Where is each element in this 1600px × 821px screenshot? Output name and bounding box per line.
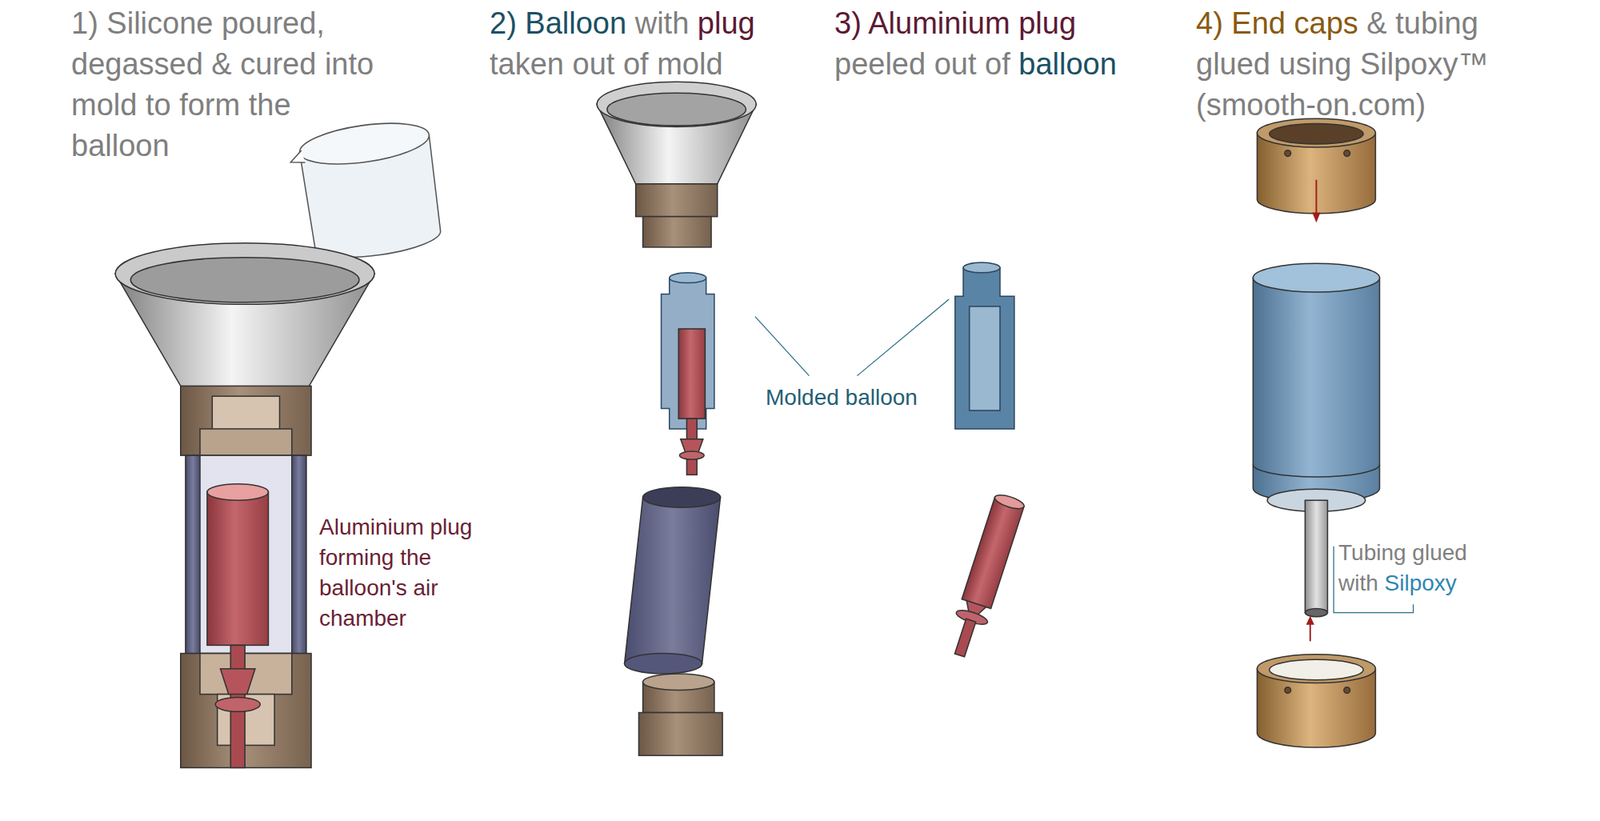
funnel-inner [607,92,746,126]
mold-top [636,184,718,217]
mold-tube [624,496,721,664]
step-heading: 3) Aluminium plug peeled out of balloon [834,3,1131,85]
funnel-rim [115,243,375,305]
aluminium-plug [207,492,269,645]
assembly-arrows [1306,180,1321,642]
label-text: Aluminium plug forming the balloon's air… [319,514,472,631]
end-cap-top [1256,118,1376,148]
mold-tube-bottom [624,653,703,675]
final-assembly [1252,118,1380,748]
funnel-inner [130,257,360,303]
aluminium-plug-top [207,484,269,500]
plug-body [961,496,1024,608]
arrow-shaft [1309,622,1312,641]
heading-text: taken out of mold [489,47,724,81]
plug-stem [954,618,976,657]
heading-text: 2) Balloon [489,6,627,40]
mold-bottom [638,712,723,756]
mold-top-step [200,428,292,456]
heading-text: plug [697,6,756,40]
balloon-top [1252,263,1380,292]
arrow-head [1312,212,1320,224]
plug-cone [220,668,256,695]
aluminium-plug [944,492,1027,660]
heading-text: 3) Aluminium plug [834,6,1076,40]
beaker-rim [296,116,432,172]
cap-hole [1284,687,1292,694]
balloon-cavity [969,306,1000,411]
peeled-parts [944,262,1027,660]
leader-line [856,299,949,376]
funnel-rim [596,81,756,127]
balloon-top [963,262,1000,273]
mold-tube [185,455,307,653]
plug-disk [215,696,260,712]
end-cap-top [1256,654,1376,684]
mold-top-step [643,216,712,248]
leader-lines [755,299,949,376]
aluminium-plug [678,328,705,419]
end-cap-hole [1269,124,1364,145]
beaker [287,116,445,266]
exploded-mold [596,81,756,756]
balloon-with-plug [661,277,715,429]
mold-bottom-cut [200,653,292,695]
mold-tube-wall [292,455,307,653]
plug-disk [679,451,704,460]
step-heading: 2) Balloon with plug taken out of mold [489,3,770,85]
tubing [1304,500,1328,612]
step-heading: 4) End caps & tubing glued using Silpoxy… [1196,3,1536,126]
heading-text: with [635,6,690,40]
heading-text: balloon [1018,47,1117,81]
label-text: Molded balloon [765,384,918,410]
cap-hole [1344,687,1351,694]
balloon-body [1252,277,1380,503]
balloon-step [1252,464,1380,477]
mold-bottom [180,653,312,768]
mold-tube-top [643,487,721,508]
heading-text: peeled out of [834,47,1011,81]
beaker-spout [289,150,306,165]
heading-text: 1) Silicone poured, degassed & cured int… [71,6,374,163]
molded-balloon [955,267,1015,429]
arrow-shaft [1315,180,1317,215]
part-label: Aluminium plug forming the balloon's air… [319,512,496,634]
part-label: Molded balloon [765,382,974,413]
balloon-top [669,272,707,284]
end-cap-hole [1269,659,1364,680]
part-label: Tubing glued with Silpoxy [1338,537,1487,599]
arrow-head [1306,615,1315,624]
tubing-end [1304,608,1328,616]
mold-top [180,385,312,456]
mold-bottom-top [643,673,715,690]
heading-text: 4) End caps [1196,6,1359,40]
label-text: Silpoxy [1384,570,1457,596]
plug-top [993,492,1026,512]
mold-assembly [115,243,375,768]
step-heading: 1) Silicone poured, degassed & cured int… [71,3,380,167]
cap-hole [1284,150,1292,157]
cap-hole [1344,150,1351,157]
leader-line [755,316,810,376]
mold-tube-wall [185,455,200,653]
